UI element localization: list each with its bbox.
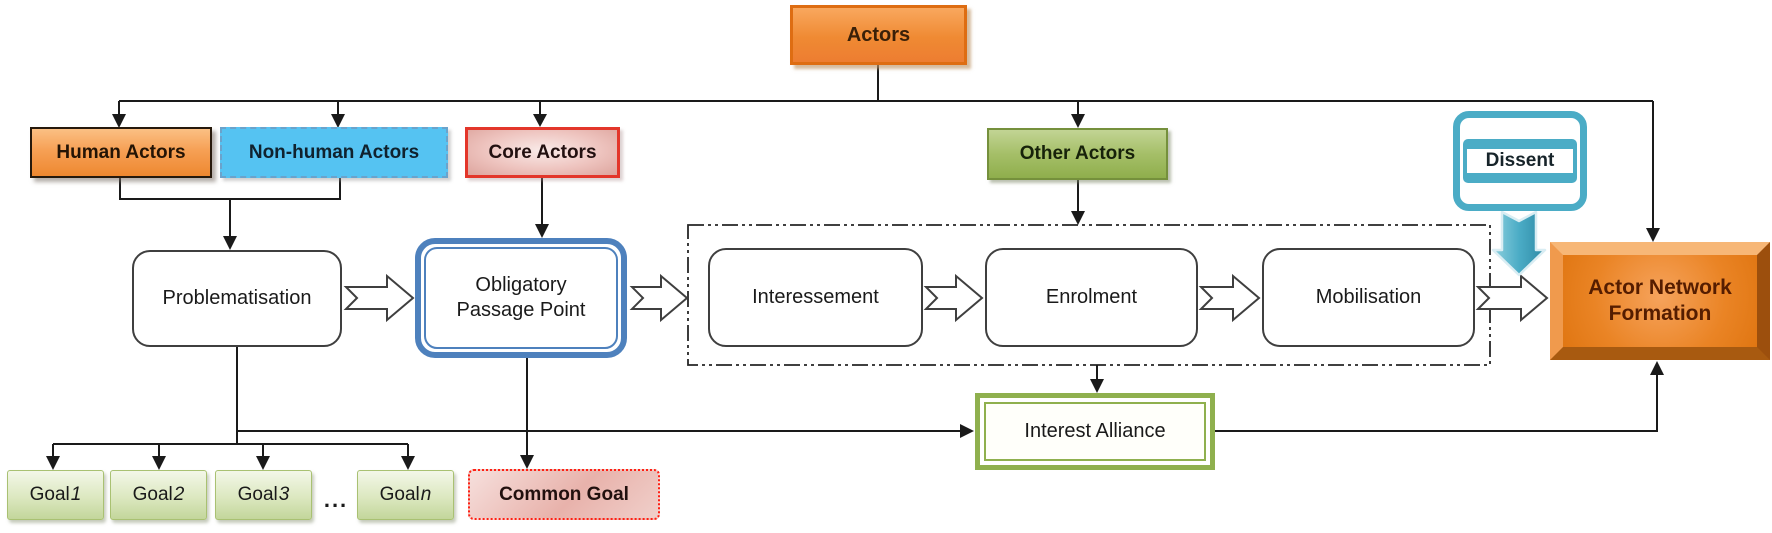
flow-arrow-mobilisation-anf — [1475, 273, 1549, 323]
node-problematisation: Problematisation — [132, 250, 342, 347]
goal-2-suffix: 2 — [173, 484, 185, 506]
node-non-human-actors: Non-human Actors — [220, 127, 448, 178]
flow-arrow-enrolment-mobilisation — [1198, 273, 1261, 323]
node-obligatory-passage-point: Obligatory Passage Point — [415, 238, 627, 358]
node-mobilisation: Mobilisation — [1262, 248, 1475, 347]
node-actor-network-formation: Actor Network Formation — [1550, 242, 1770, 360]
node-core-actors: Core Actors — [465, 127, 620, 178]
interest-alliance-label: Interest Alliance — [984, 402, 1206, 461]
node-common-goal: Common Goal — [468, 469, 660, 520]
node-dissent: Dissent — [1453, 111, 1587, 211]
flow-arrow-opp-interessement — [629, 273, 689, 323]
goals-ellipsis: ... — [323, 487, 349, 513]
dissent-arrow-icon — [1491, 210, 1547, 277]
flow-arrow-interessement-enrolment — [923, 273, 984, 323]
dissent-label: Dissent — [1466, 148, 1574, 174]
dissent-frame: Dissent — [1463, 139, 1577, 183]
flow-arrows — [343, 273, 1549, 323]
node-interest-alliance: Interest Alliance — [975, 393, 1215, 470]
goal-3-prefix: Goal — [237, 484, 278, 506]
opp-label: Obligatory Passage Point — [424, 247, 618, 349]
node-other-actors: Other Actors — [987, 128, 1168, 180]
node-actors: Actors — [790, 5, 967, 65]
node-interessement: Interessement — [708, 248, 923, 347]
goal-1-prefix: Goal — [29, 484, 70, 506]
node-human-actors: Human Actors — [30, 127, 212, 178]
goal-n-suffix: n — [420, 484, 432, 506]
flow-arrow-problematisation-opp — [343, 273, 415, 323]
arrowheads — [46, 114, 1664, 470]
goal-2-prefix: Goal — [132, 484, 173, 506]
goal-1-suffix: 1 — [70, 484, 82, 506]
goal-3-suffix: 3 — [278, 484, 290, 506]
node-enrolment: Enrolment — [985, 248, 1198, 347]
connector-lines — [52, 64, 1658, 458]
goal-n-prefix: Goal — [379, 484, 420, 506]
